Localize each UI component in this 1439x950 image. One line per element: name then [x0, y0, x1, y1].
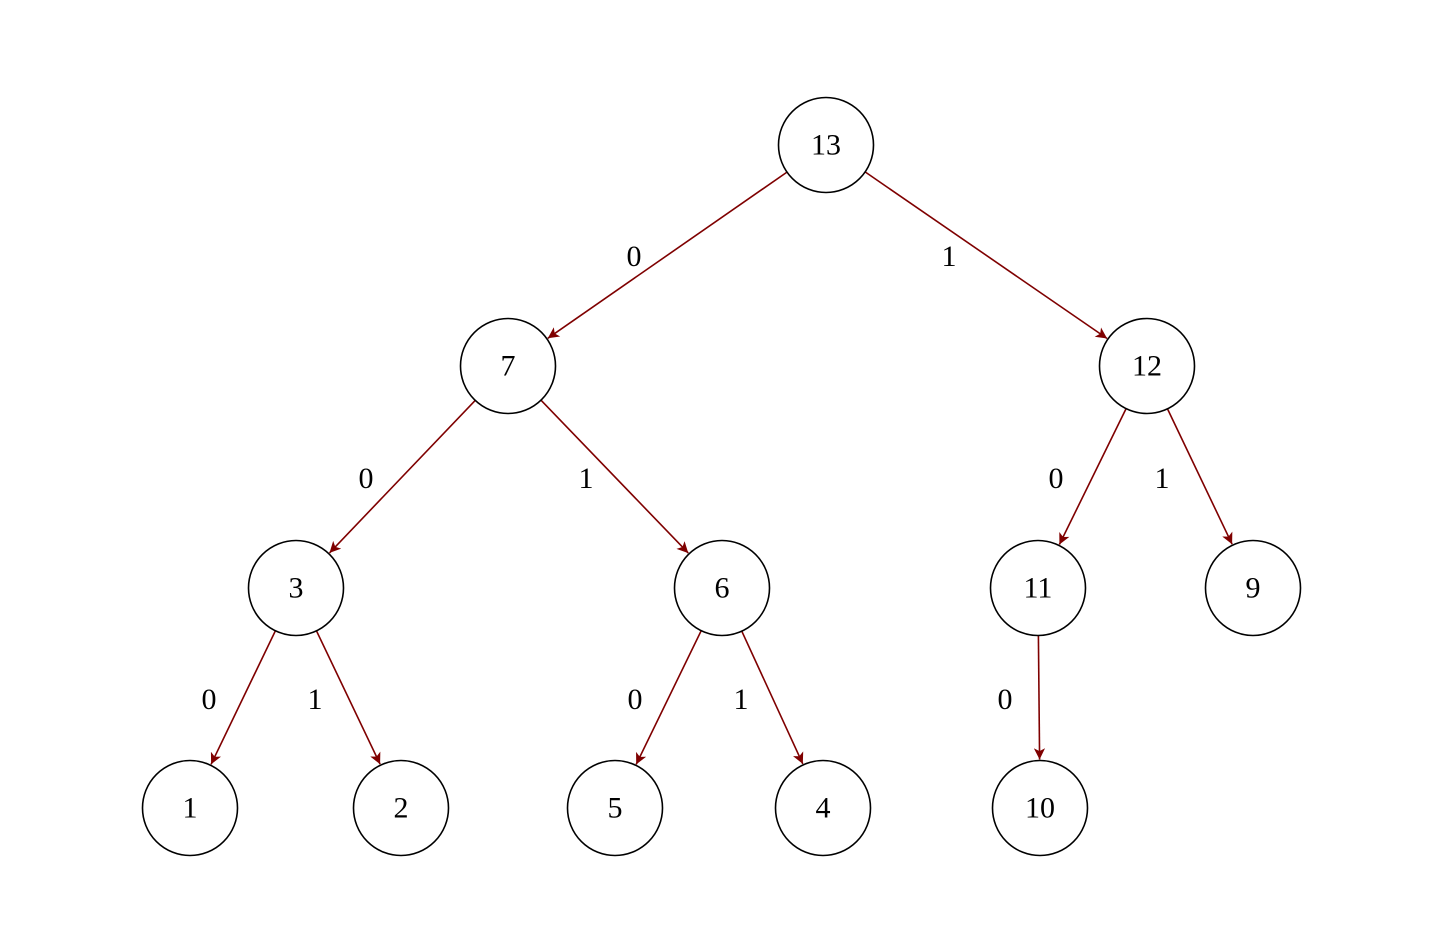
edge-6-to-5: [635, 630, 702, 765]
node-label-1: 1: [183, 792, 198, 825]
node-circle-6: [673, 539, 771, 637]
node-label-12: 12: [1132, 350, 1162, 383]
tree-node-1: 1: [141, 759, 239, 857]
tree-node-13: 13: [777, 96, 875, 194]
edge-label-6-to-5: 0: [628, 683, 643, 716]
node-label-9: 9: [1246, 572, 1261, 605]
node-circle-3: [247, 539, 345, 637]
node-label-4: 4: [816, 792, 831, 825]
edge-6-to-4: [741, 630, 804, 765]
tree-node-7: 7: [459, 317, 557, 415]
node-circle-13: [777, 96, 875, 194]
node-label-7: 7: [501, 350, 516, 383]
edge-label-3-to-2: 1: [308, 683, 323, 716]
edge-13-to-7: [547, 171, 788, 339]
edge-3-to-2: [315, 630, 381, 765]
node-circle-2: [352, 759, 450, 857]
edge-11-to-10: [1033, 635, 1046, 760]
node-circle-9: [1204, 539, 1302, 637]
edge-12-to-11: [1058, 408, 1127, 545]
edge-3-to-1: [210, 630, 277, 765]
tree-node-3: 3: [247, 539, 345, 637]
edge-label-7-to-3: 0: [359, 462, 374, 495]
node-circle-5: [566, 759, 664, 857]
edge-label-13-to-12: 1: [942, 240, 957, 273]
node-label-10: 10: [1025, 792, 1055, 825]
tree-node-5: 5: [566, 759, 664, 857]
tree-node-11: 11: [989, 539, 1087, 637]
edge-label-12-to-9: 1: [1155, 462, 1170, 495]
edge-label-11-to-10: 0: [998, 683, 1013, 716]
node-circle-10: [991, 759, 1089, 857]
tree-node-12: 12: [1098, 317, 1196, 415]
edge-label-13-to-7: 0: [627, 240, 642, 273]
node-circle-4: [774, 759, 872, 857]
node-label-5: 5: [608, 792, 623, 825]
edge-label-7-to-6: 1: [579, 462, 594, 495]
tree-node-4: 4: [774, 759, 872, 857]
node-circle-1: [141, 759, 239, 857]
tree-node-6: 6: [673, 539, 771, 637]
edge-label-3-to-1: 0: [202, 683, 217, 716]
node-circle-12: [1098, 317, 1196, 415]
edge-7-to-6: [540, 399, 689, 554]
node-label-3: 3: [289, 572, 304, 605]
node-label-2: 2: [394, 792, 409, 825]
edge-13-to-12: [864, 171, 1108, 340]
tree-node-2: 2: [352, 759, 450, 857]
node-label-6: 6: [715, 572, 730, 605]
tree-node-10: 10: [991, 759, 1089, 857]
edge-label-12-to-11: 0: [1049, 462, 1064, 495]
edge-12-to-9: [1166, 408, 1233, 545]
tree-node-9: 9: [1204, 539, 1302, 637]
edge-label-6-to-4: 1: [734, 683, 749, 716]
node-label-11: 11: [1024, 572, 1053, 605]
node-label-13: 13: [811, 129, 841, 162]
edge-7-to-3: [328, 399, 476, 554]
node-circle-11: [989, 539, 1087, 637]
node-circle-7: [459, 317, 557, 415]
